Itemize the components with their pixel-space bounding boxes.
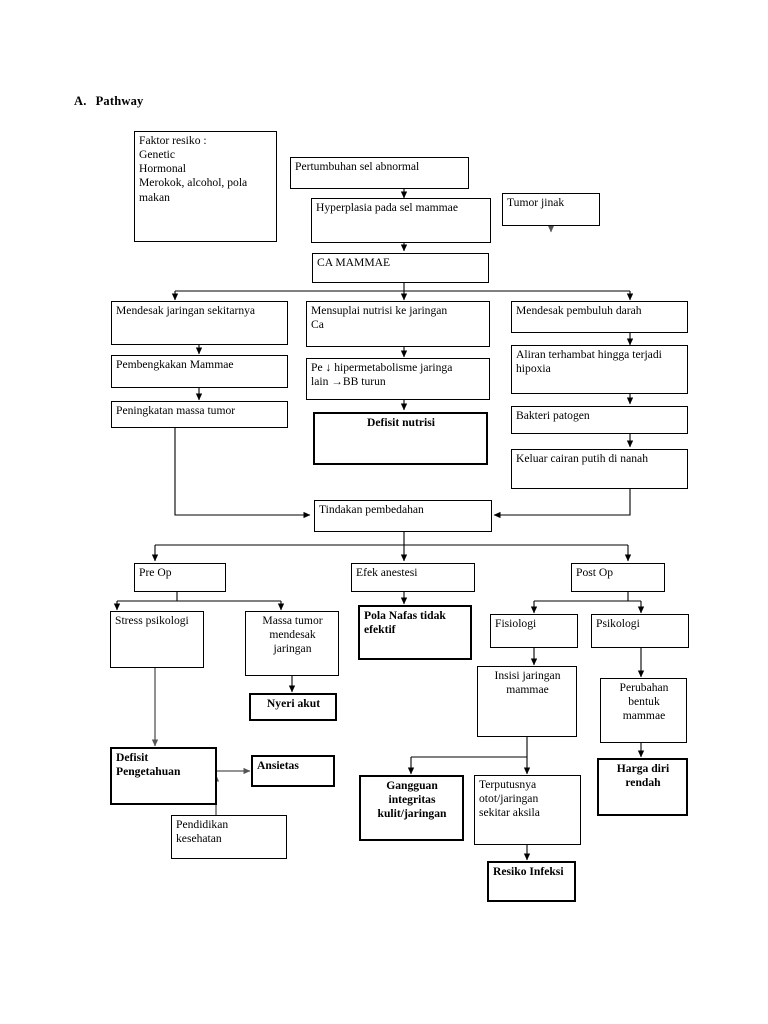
- node-defisit-pengetahuan[interactable]: Defisit Pengetahuan: [110, 747, 217, 805]
- node-efek-anestesi[interactable]: Efek anestesi: [351, 563, 475, 592]
- node-tindakan-pembedahan[interactable]: Tindakan pembedahan: [314, 500, 492, 532]
- node-ca-mammae[interactable]: CA MAMMAE: [312, 253, 489, 283]
- node-fisiologi[interactable]: Fisiologi: [490, 614, 578, 648]
- node-peningkatan-massa-tumor[interactable]: Peningkatan massa tumor: [111, 401, 288, 428]
- node-post-op[interactable]: Post Op: [571, 563, 665, 592]
- node-mendesak-pembuluh-darah[interactable]: Mendesak pembuluh darah: [511, 301, 688, 333]
- node-faktor-resiko[interactable]: Faktor resiko : Genetic Hormonal Merokok…: [134, 131, 277, 242]
- heading-title: Pathway: [95, 94, 144, 108]
- node-pendidikan-kesehatan[interactable]: Pendidikan kesehatan: [171, 815, 287, 859]
- node-terputusnya-otot[interactable]: Terputusnya otot/jaringan sekitar aksila: [474, 775, 581, 845]
- node-mendesak-jaringan[interactable]: Mendesak jaringan sekitarnya: [111, 301, 288, 345]
- node-stress-psikologi[interactable]: Stress psikologi: [110, 611, 204, 668]
- node-nyeri-akut[interactable]: Nyeri akut: [249, 693, 337, 721]
- node-pembengkakan-mammae[interactable]: Pembengkakan Mammae: [111, 355, 288, 388]
- node-gangguan-integritas[interactable]: Gangguan integritas kulit/jaringan: [359, 775, 464, 841]
- node-hyperplasia[interactable]: Hyperplasia pada sel mammae: [311, 198, 491, 243]
- node-psikologi[interactable]: Psikologi: [591, 614, 689, 648]
- node-resiko-infeksi[interactable]: Resiko Infeksi: [487, 861, 576, 902]
- node-pre-op[interactable]: Pre Op: [134, 563, 226, 592]
- node-keluar-cairan[interactable]: Keluar cairan putih di nanah: [511, 449, 688, 489]
- page-title: A. Pathway: [74, 94, 144, 109]
- node-bakteri-patogen[interactable]: Bakteri patogen: [511, 406, 688, 434]
- node-defisit-nutrisi[interactable]: Defisit nutrisi: [313, 412, 488, 465]
- heading-letter: A.: [74, 94, 87, 108]
- node-harga-diri-rendah[interactable]: Harga diri rendah: [597, 758, 688, 816]
- node-hipermetabolisme[interactable]: Pe ↓ hipermetabolisme jaringa lain →BB t…: [306, 358, 490, 400]
- node-pola-nafas-tidak-efektif[interactable]: Pola Nafas tidak efektif: [358, 605, 472, 660]
- node-ansietas[interactable]: Ansietas: [251, 755, 335, 787]
- node-pertumbuhan-sel-abnormal[interactable]: Pertumbuhan sel abnormal: [290, 157, 469, 189]
- node-mensuplai-nutrisi[interactable]: Mensuplai nutrisi ke jaringan Ca: [306, 301, 490, 347]
- node-tumor-jinak[interactable]: Tumor jinak: [502, 193, 600, 226]
- node-aliran-terhambat[interactable]: Aliran terhambat hingga terjadi hipoxia: [511, 345, 688, 394]
- node-massa-tumor-mendesak[interactable]: Massa tumor mendesak jaringan: [245, 611, 339, 676]
- node-insisi-jaringan-mammae[interactable]: Insisi jaringan mammae: [477, 666, 577, 737]
- node-perubahan-bentuk-mammae[interactable]: Perubahan bentuk mammae: [600, 678, 687, 743]
